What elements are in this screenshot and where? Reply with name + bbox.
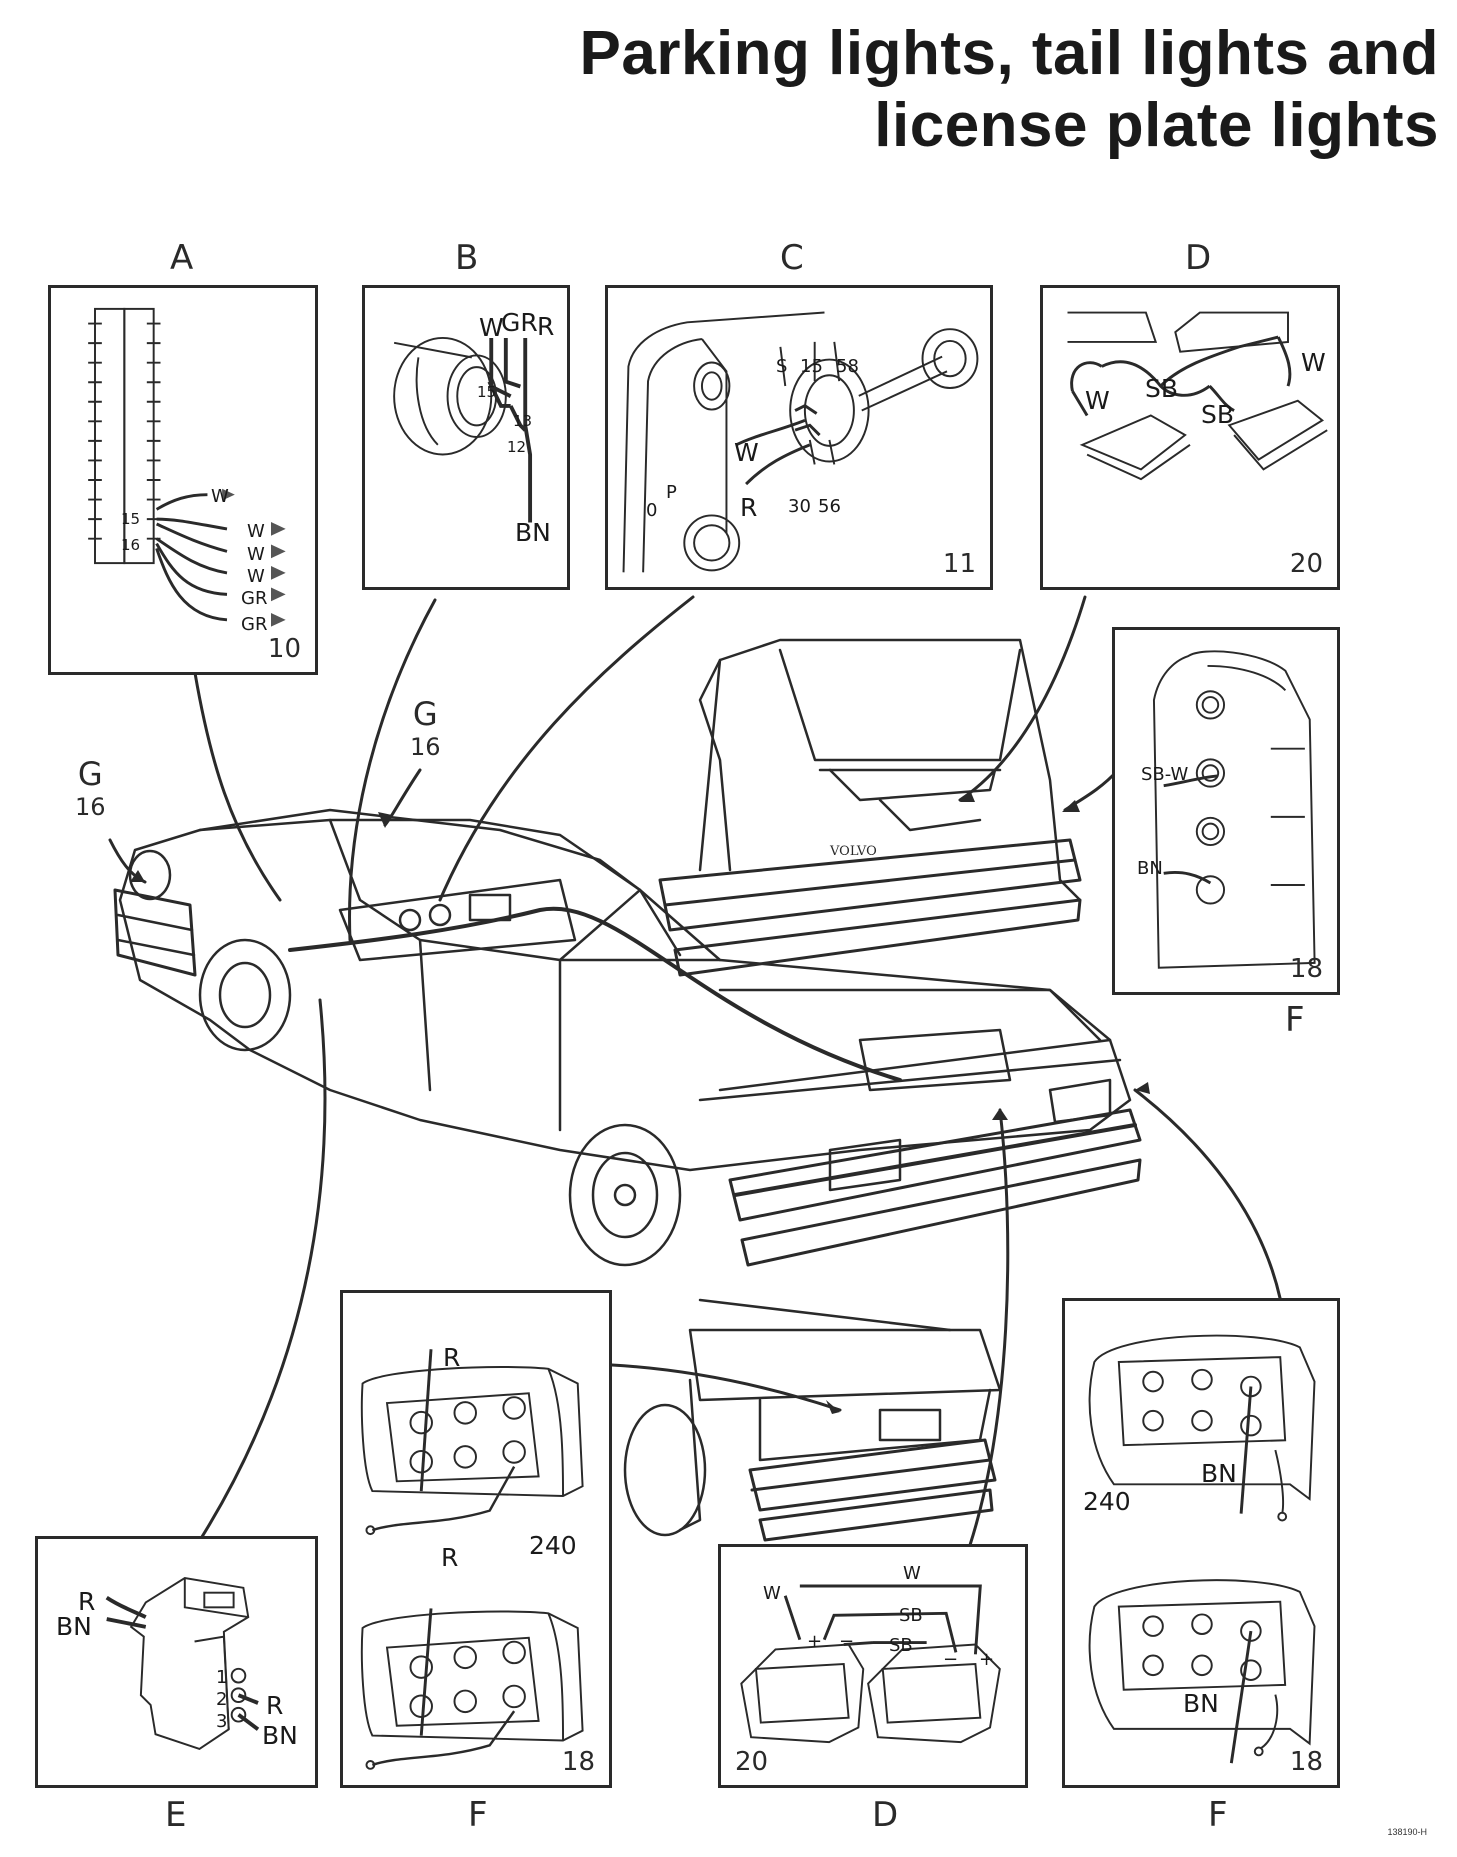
d-top-wire-sb2: SB (1201, 400, 1235, 429)
f-bottom-wire-bn2: BN (1183, 1689, 1219, 1718)
g-label-mid-letter: G (412, 695, 438, 733)
d-top-wire-sb1: SB (1145, 374, 1179, 403)
b-wire-r: R (537, 312, 555, 341)
d-bottom-plus-2: + (979, 1649, 995, 1670)
panel-letter-d-top: D (1185, 238, 1212, 278)
panel-letter-a: A (170, 238, 194, 278)
license-lamps-bottom-drawing (740, 1584, 1001, 1744)
fuse-box-drawing (88, 307, 286, 627)
f-bottom-wire-bn1: BN (1201, 1459, 1237, 1488)
e-pin-2: 2 (216, 1689, 228, 1710)
f-right-wire-bn: BN (1137, 858, 1163, 879)
e-wire-r: R (78, 1587, 96, 1616)
panel-letter-e: E (165, 1795, 187, 1835)
panel-letter-d-bottom: D (872, 1795, 899, 1835)
panel-f-right-number: 18 (1289, 954, 1323, 984)
c-knob-position-0: 0 (646, 500, 658, 521)
reference-code: 138190-H (1387, 1827, 1427, 1837)
a-wire-gr2: GR (241, 614, 268, 635)
panel-d-bottom-number: 20 (735, 1747, 769, 1777)
page-title: Parking lights, tail lights and license … (580, 18, 1440, 162)
panel-f-bottom-tail-lights: BN 240 BN 18 (1062, 1298, 1340, 1788)
a-terminal-15: 15 (121, 510, 141, 528)
a-wire-w2: W (247, 521, 265, 542)
f-left-model-240: 240 (529, 1531, 577, 1560)
wagon-tail-light-drawing (1152, 650, 1316, 969)
c-terminal-s: S (776, 356, 788, 377)
panel-c-switch-detail: S 15 58 W R 30 56 0 P 11 (605, 285, 993, 590)
b-terminal-15: 15 (477, 383, 497, 401)
c-wire-w: W (734, 438, 759, 467)
panel-c-number: 11 (942, 549, 976, 579)
f-left-wire-r1: R (443, 1343, 461, 1372)
f-left-wire-r2: R (441, 1543, 459, 1572)
panel-f-left-number: 18 (561, 1747, 595, 1777)
e-wire-bn2: BN (262, 1721, 298, 1750)
f-bottom-model-240: 240 (1083, 1487, 1131, 1516)
b-wire-bn: BN (515, 518, 551, 547)
d-bottom-minus-2: − (943, 1649, 959, 1670)
panel-letter-f-right: F (1285, 1000, 1305, 1040)
panel-d-bottom-license-lamps: W W SB SB + − − + 20 (718, 1544, 1028, 1788)
panel-d-top-number: 20 (1289, 549, 1323, 579)
b-terminal-13: 13 (513, 412, 533, 430)
d-bottom-wire-sb1: SB (899, 1605, 923, 1626)
g-label-left-number: 16 (75, 793, 106, 821)
a-wire-w3: W (247, 544, 265, 565)
e-wire-r2: R (266, 1691, 284, 1720)
c-terminal-56: 56 (818, 496, 841, 517)
license-lamps-top-drawing (1067, 311, 1328, 481)
tail-lights-bottom-drawing (1088, 1334, 1316, 1764)
panel-f-bottom-number: 18 (1289, 1747, 1323, 1777)
e-wire-bn: BN (56, 1612, 92, 1641)
light-switch-drawing (393, 336, 533, 523)
d-bottom-wire-w2: W (903, 1563, 921, 1584)
b-wire-w: W (479, 313, 504, 342)
title-line-2: license plate lights (874, 91, 1439, 160)
tail-lights-240-drawing (360, 1349, 584, 1770)
panel-a-number: 10 (267, 634, 301, 664)
panel-letter-b: B (455, 238, 479, 278)
switch-detail-drawing (622, 311, 979, 573)
panel-letter-c: C (780, 238, 804, 278)
d-bottom-wire-w1: W (763, 1583, 781, 1604)
panel-a-fuse-box: 15 16 W W W W GR GR 10 (48, 285, 318, 675)
f-right-wire-sbw: SB-W (1141, 764, 1189, 785)
g-label-mid-number: 16 (410, 733, 441, 761)
d-top-wire-w1: W (1085, 386, 1110, 415)
g-label-left-letter: G (77, 755, 103, 793)
a-wire-w1: W (211, 486, 229, 507)
b-wire-gr: GR (501, 308, 538, 337)
d-bottom-minus-1: − (839, 1631, 855, 1652)
c-knob-position-p: P (666, 482, 677, 503)
panel-f-left-tail-lights: R R 240 18 (340, 1290, 612, 1788)
d-top-wire-w2: W (1301, 348, 1326, 377)
c-terminal-58: 58 (836, 356, 859, 377)
panel-letter-f-left: F (468, 1795, 488, 1835)
c-terminal-15: 15 (800, 356, 823, 377)
g-label-mid: G 16 (410, 695, 441, 761)
g-label-left: G 16 (75, 755, 106, 821)
panel-letter-f-bottom: F (1208, 1795, 1228, 1835)
a-terminal-16: 16 (121, 536, 141, 554)
a-wire-gr1: GR (241, 588, 268, 609)
c-wire-r: R (740, 493, 758, 522)
panel-d-top-license-lamps: W SB SB W 20 (1040, 285, 1340, 590)
e-pin-1: 1 (216, 1667, 228, 1688)
b-terminal-12: 12 (507, 438, 527, 456)
volvo-badge: VOLVO (829, 844, 877, 859)
panel-e-connector: R BN 1 2 3 R BN (35, 1536, 318, 1788)
d-bottom-wire-sb2: SB (889, 1635, 913, 1656)
title-line-1: Parking lights, tail lights and (579, 19, 1439, 88)
d-bottom-plus-1: + (807, 1631, 823, 1652)
c-terminal-30: 30 (788, 496, 811, 517)
panel-b-light-switch: W GR R 15 13 12 BN (362, 285, 570, 590)
e-pin-3: 3 (216, 1711, 228, 1732)
panel-f-right-wagon-tail-light: SB-W BN 18 (1112, 627, 1340, 995)
connector-drawing (105, 1577, 260, 1750)
a-wire-w4: W (247, 566, 265, 587)
